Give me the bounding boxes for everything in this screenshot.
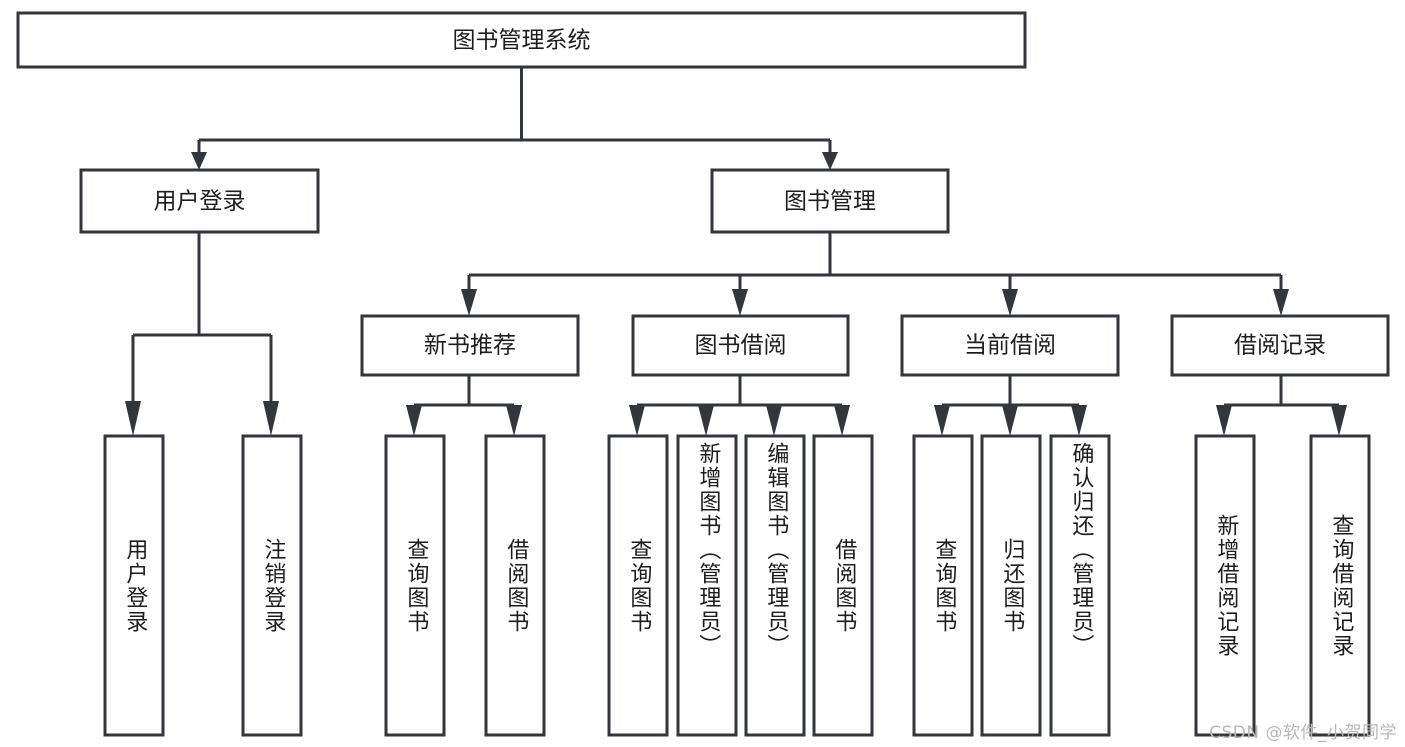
leaf-query-book-2-box[interactable] bbox=[607, 434, 669, 737]
arrow-leaf-add-record-icon bbox=[1216, 405, 1232, 436]
arrow-leaf-query-book-2-icon bbox=[629, 405, 645, 436]
csdn-watermark: CSDN @软件_小贺同学 bbox=[1209, 723, 1397, 743]
leaf-add-record-box[interactable] bbox=[1194, 434, 1256, 737]
leaf-borrow-book-1-box[interactable] bbox=[484, 434, 546, 737]
node-book-manage[interactable]: 图书管理 bbox=[710, 168, 950, 234]
arrow-current-borrow-icon bbox=[1002, 289, 1018, 316]
leaf-borrow-book-2-box[interactable] bbox=[812, 434, 874, 737]
arrow-leaf-borrow-book-2-icon bbox=[834, 405, 850, 436]
arrow-leaf-logout-icon bbox=[263, 401, 279, 436]
leaf-query-book-1-box[interactable] bbox=[384, 434, 446, 737]
node-root-label: 图书管理系统 bbox=[453, 28, 591, 54]
leaf-return-book-box[interactable] bbox=[980, 434, 1042, 737]
node-root[interactable]: 图书管理系统 bbox=[16, 11, 1027, 69]
node-borrow-record[interactable]: 借阅记录 bbox=[1170, 314, 1390, 377]
arrow-leaf-return-book-icon bbox=[1002, 405, 1018, 436]
node-book-borrow-box[interactable] bbox=[631, 314, 850, 377]
arrow-book-manage-icon bbox=[822, 152, 838, 170]
arrow-leaf-query-record-icon bbox=[1331, 405, 1347, 436]
node-current-borrow-label: 当前借阅 bbox=[964, 333, 1056, 359]
node-book-manage-box[interactable] bbox=[710, 168, 950, 234]
leaf-query-record-box[interactable] bbox=[1309, 434, 1371, 737]
node-root-box[interactable] bbox=[16, 11, 1027, 69]
edges-group bbox=[125, 67, 1347, 436]
node-new-book-rec-box[interactable] bbox=[360, 314, 580, 377]
arrow-leaf-user-login-icon bbox=[125, 401, 141, 436]
node-book-manage-label: 图书管理 bbox=[784, 189, 876, 215]
leaf-confirm-return-box[interactable] bbox=[1049, 434, 1111, 737]
arrow-leaf-query-book-3-icon bbox=[934, 405, 950, 436]
arrow-leaf-add-book-icon bbox=[698, 405, 714, 436]
leaf-edit-book-box[interactable] bbox=[744, 434, 806, 737]
arrow-leaf-confirm-return-icon bbox=[1071, 405, 1087, 436]
leaf-user-login-box[interactable] bbox=[103, 434, 165, 737]
arrow-user-login-icon bbox=[191, 152, 207, 170]
node-borrow-record-label: 借阅记录 bbox=[1234, 333, 1326, 359]
node-book-borrow-label: 图书借阅 bbox=[695, 333, 787, 359]
node-borrow-record-box[interactable] bbox=[1170, 314, 1390, 377]
arrow-leaf-borrow-book-1-icon bbox=[506, 405, 522, 436]
leaf-boxes-group bbox=[103, 434, 1371, 737]
node-user-login-box[interactable] bbox=[79, 168, 320, 234]
node-current-borrow[interactable]: 当前借阅 bbox=[900, 314, 1120, 377]
node-user-login-label: 用户登录 bbox=[154, 189, 246, 215]
arrow-leaf-edit-book-icon bbox=[766, 405, 782, 436]
arrow-leaf-query-book-1-icon bbox=[406, 405, 422, 436]
arrow-new-book-rec-icon bbox=[461, 289, 477, 316]
arrow-borrow-record-icon bbox=[1273, 289, 1289, 316]
node-user-login[interactable]: 用户登录 bbox=[79, 168, 320, 234]
leaf-add-book-box[interactable] bbox=[676, 434, 738, 737]
arrow-book-borrow-icon bbox=[732, 289, 748, 316]
node-book-borrow[interactable]: 图书借阅 bbox=[631, 314, 850, 377]
node-new-book-rec-label: 新书推荐 bbox=[424, 333, 516, 359]
leaf-logout-box[interactable] bbox=[241, 434, 303, 737]
node-current-borrow-box[interactable] bbox=[900, 314, 1120, 377]
node-new-book-rec[interactable]: 新书推荐 bbox=[360, 314, 580, 377]
leaf-query-book-3-box[interactable] bbox=[912, 434, 974, 737]
